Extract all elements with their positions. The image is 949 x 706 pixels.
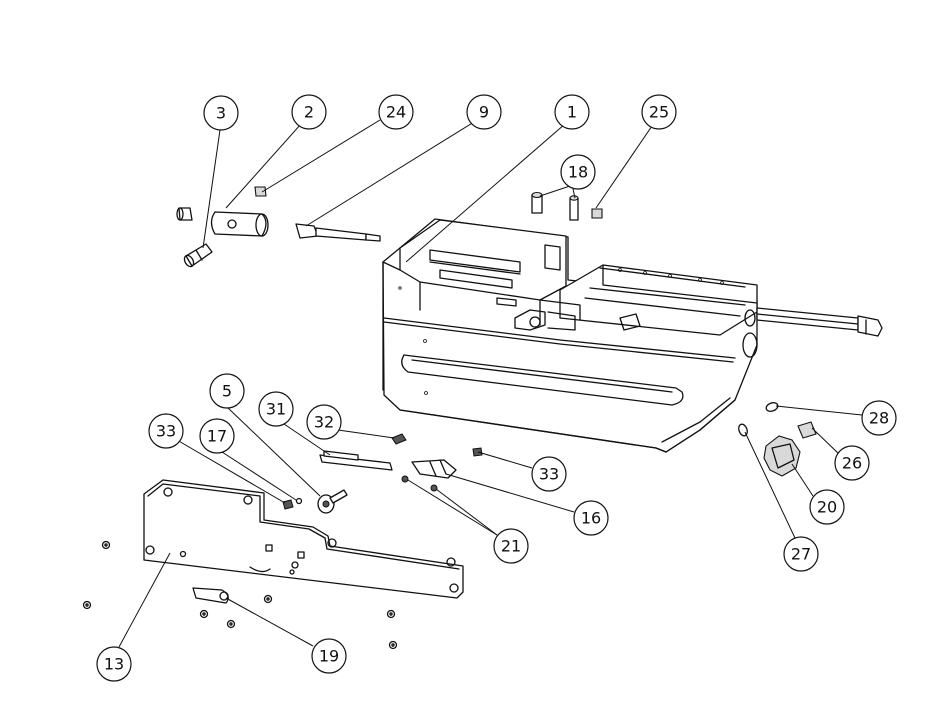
svg-text:3: 3 (216, 104, 226, 123)
callout-20: 20 (809, 489, 845, 525)
callout-5: 5 (209, 373, 245, 409)
part-bushing (176, 207, 193, 221)
svg-text:20: 20 (817, 498, 837, 517)
svg-text:16: 16 (581, 509, 601, 528)
callout-32: 32 (306, 404, 342, 440)
part-33-screw-left (282, 499, 294, 510)
callout-17: 17 (199, 418, 235, 454)
callout-3: 3 (203, 95, 239, 131)
part-2-block (210, 211, 269, 237)
part-13-plate (143, 479, 464, 599)
part-1-housing (382, 218, 883, 453)
part-19-lever (192, 587, 229, 604)
callout-19: 19 (311, 638, 347, 674)
svg-text:2: 2 (304, 103, 314, 122)
callout-18: 18 (560, 154, 596, 190)
part-9-shaft (295, 223, 381, 242)
svg-text:32: 32 (314, 413, 334, 432)
loose-fasteners (82, 540, 398, 650)
part-3-pin (183, 243, 213, 268)
callout-16: 16 (573, 500, 609, 536)
callout-27: 27 (783, 536, 819, 572)
part-20-knob (763, 435, 801, 477)
callout-28: 28 (861, 400, 897, 436)
part-32-spring (391, 433, 407, 445)
svg-text:26: 26 (842, 454, 862, 473)
part-5-knob (317, 489, 348, 514)
part-25-nut (591, 208, 603, 219)
leader-lines (118, 119, 863, 648)
svg-text:25: 25 (649, 103, 669, 122)
part-26-sleeve (797, 421, 817, 439)
svg-text:1: 1 (567, 103, 577, 122)
callout-2: 2 (291, 94, 327, 130)
part-21-screws (401, 475, 438, 492)
part-18-screws (531, 191, 579, 221)
part-28-washer (765, 402, 779, 412)
callout-1: 1 (554, 94, 590, 130)
callout-9: 9 (466, 94, 502, 130)
svg-text:33: 33 (539, 465, 559, 484)
callout-33-right: 33 (531, 456, 567, 492)
part-31-bar (319, 450, 393, 471)
callout-33-left: 33 (148, 413, 184, 449)
svg-text:19: 19 (319, 647, 339, 666)
callout-25: 25 (641, 94, 677, 130)
svg-text:27: 27 (791, 545, 811, 564)
svg-text:18: 18 (568, 163, 588, 182)
svg-text:31: 31 (266, 400, 286, 419)
svg-text:33: 33 (156, 422, 176, 441)
callout-13: 13 (96, 646, 132, 682)
svg-text:24: 24 (386, 103, 406, 122)
part-27-washer (738, 423, 748, 437)
callout-24: 24 (378, 94, 414, 130)
svg-text:9: 9 (479, 103, 489, 122)
svg-text:13: 13 (104, 655, 124, 674)
callout-31: 31 (258, 391, 294, 427)
svg-text:17: 17 (207, 427, 227, 446)
part-16-latch (411, 459, 457, 479)
part-33-screw-right (472, 447, 483, 457)
callout-21: 21 (493, 528, 529, 564)
svg-text:28: 28 (869, 409, 889, 428)
svg-text:5: 5 (222, 382, 232, 401)
part-24-nut (254, 186, 267, 197)
part-17-ball (295, 497, 303, 505)
callout-26: 26 (834, 445, 870, 481)
svg-text:21: 21 (501, 537, 521, 556)
